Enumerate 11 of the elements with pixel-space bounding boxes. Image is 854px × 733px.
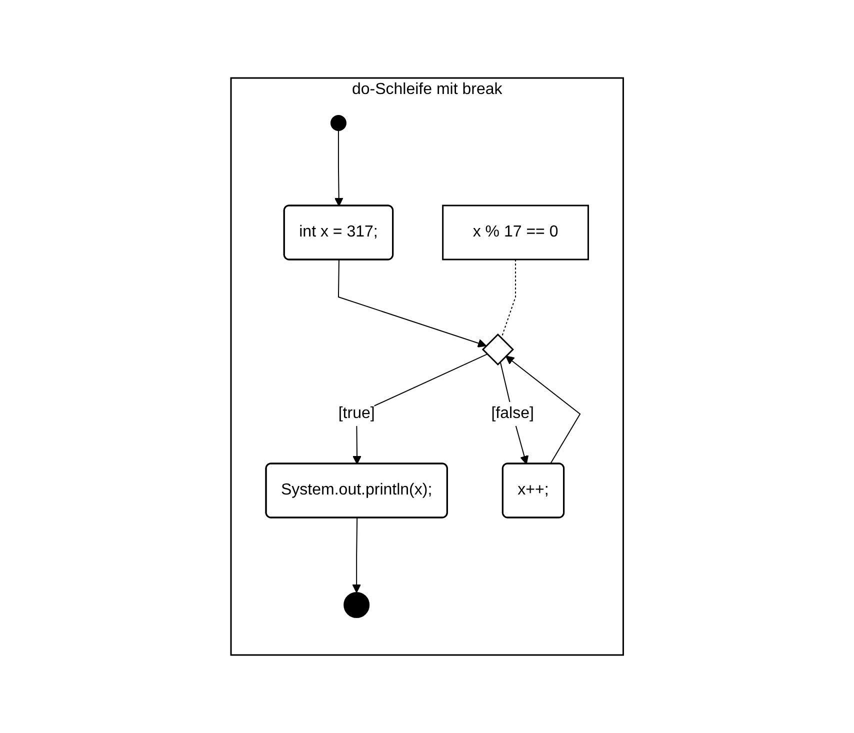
node-circle bbox=[330, 115, 346, 131]
connector bbox=[500, 259, 516, 339]
node-box: x % 17 == 0 bbox=[442, 204, 589, 260]
edge-label: [true] bbox=[338, 405, 375, 422]
arrow bbox=[334, 130, 344, 206]
node-circle bbox=[343, 592, 370, 618]
arrow bbox=[338, 260, 486, 348]
arrow bbox=[505, 356, 581, 464]
edge-label: [false] bbox=[491, 405, 534, 422]
arrow bbox=[352, 518, 361, 593]
node-diamond bbox=[482, 333, 514, 366]
